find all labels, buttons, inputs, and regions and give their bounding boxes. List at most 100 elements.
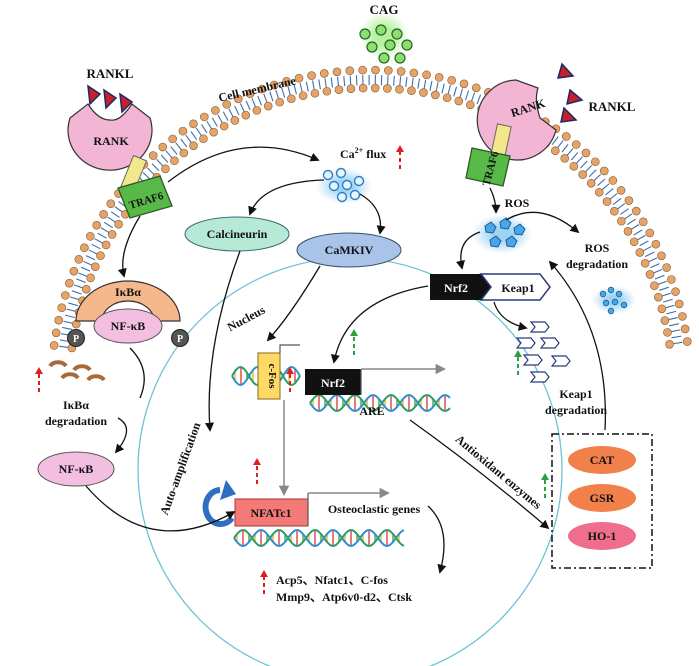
lipid-tail — [80, 266, 91, 272]
cat-node — [568, 446, 636, 474]
lipid-head — [252, 106, 262, 115]
cag-bead — [384, 39, 396, 51]
phosphate-right — [171, 329, 189, 347]
calcium-ions — [316, 167, 372, 204]
dna-strand — [233, 529, 405, 547]
lipid-tail — [185, 134, 193, 144]
calcium-ion — [353, 175, 365, 187]
lipid-head — [294, 73, 304, 83]
calcium-ion — [341, 179, 353, 191]
lipid-head — [269, 80, 279, 90]
lipid-head — [178, 126, 188, 136]
lipid-head — [662, 263, 671, 272]
lipid-head — [82, 284, 91, 294]
up-arrow-red-head — [253, 458, 261, 465]
lipid-head — [624, 196, 634, 205]
lipid-head — [650, 281, 659, 291]
lipid-head — [170, 156, 179, 166]
lipid-tail — [336, 76, 340, 87]
arrow-are-to-enzymes — [409, 419, 550, 530]
lipid-tail — [324, 78, 327, 89]
lipid-tail — [73, 284, 84, 289]
lipid-tail — [654, 274, 665, 280]
arrow-genes-to-targets — [427, 505, 447, 574]
lipid-head — [91, 262, 100, 271]
up-arrow-green-head — [514, 350, 522, 357]
lipid-tail — [211, 117, 218, 127]
lipid-head — [629, 237, 639, 247]
lipid-tail — [657, 280, 667, 286]
lipid-tail — [58, 345, 70, 349]
lipid-tail — [69, 296, 80, 301]
lipid-head — [168, 134, 177, 144]
lipid-head — [211, 106, 220, 115]
lipid-head — [569, 161, 579, 171]
lipid-tail — [305, 81, 309, 92]
calcium-flux-label: Ca2+ flux — [340, 146, 386, 161]
calcium-ion — [336, 191, 348, 203]
lipid-head — [616, 186, 626, 195]
lipid-head — [571, 140, 581, 149]
nfkb-free-node — [37, 451, 115, 487]
lipid-head — [550, 146, 560, 156]
ros-particle — [484, 221, 497, 234]
lipid-head — [560, 154, 570, 163]
lipid-head — [358, 83, 368, 93]
lipid-head — [442, 93, 452, 103]
lipid-tail — [470, 92, 476, 103]
lipid-head — [396, 67, 406, 76]
lipid-tail — [107, 216, 117, 224]
lipid-tail — [63, 320, 74, 325]
calcium-ion — [328, 180, 340, 192]
lipid-tail — [429, 80, 433, 91]
dna-strand — [309, 394, 451, 412]
lipid-tail — [405, 76, 408, 88]
lipid-tail — [609, 193, 618, 201]
lipid-head — [667, 275, 676, 284]
ros-particle — [505, 235, 518, 248]
lipid-tail — [201, 124, 208, 134]
arrow-enzymes-to-ros-degradation — [548, 260, 607, 431]
lipid-head — [454, 96, 464, 106]
traf6-right — [465, 147, 511, 187]
rankl-left — [87, 84, 134, 114]
lipid-head — [158, 142, 168, 152]
lipid-tail — [287, 86, 292, 96]
lipid-head — [230, 116, 240, 125]
rankl-triangle — [556, 62, 575, 79]
lipid-head — [245, 89, 255, 99]
cat-label: CAT — [590, 453, 614, 467]
up-arrow-red-head — [396, 145, 404, 152]
cag-bead — [366, 41, 378, 53]
lipid-tail — [670, 329, 681, 333]
lipid-tail — [393, 75, 395, 86]
lipid-tail — [299, 82, 303, 93]
cag-bead — [375, 24, 387, 36]
lipid-tail — [584, 164, 593, 173]
osteoclastic-genes-label: Osteoclastic genes — [328, 502, 421, 516]
lipid-tail — [165, 150, 173, 159]
lipid-tail — [623, 213, 633, 220]
dna-strand — [309, 394, 451, 412]
lipid-head — [434, 73, 444, 82]
lipid-tail — [251, 98, 257, 108]
lipid-head — [209, 127, 218, 137]
lipid-tail — [647, 257, 658, 263]
lipid-tail — [293, 84, 297, 95]
lipid-head — [69, 266, 79, 276]
lipid-tail — [566, 147, 574, 157]
lipid-head — [459, 79, 469, 89]
lipid-head — [683, 337, 692, 346]
lipid-head — [640, 259, 650, 268]
lipid-head — [447, 76, 456, 85]
lipid-head — [590, 157, 600, 167]
lipid-tail — [180, 138, 188, 148]
ros-degraded — [592, 286, 636, 315]
cell-membrane-label: Cell membrane — [217, 73, 298, 105]
up-arrow-red-head — [260, 570, 268, 577]
lipid-tail — [222, 111, 229, 121]
lipid-head — [660, 316, 670, 325]
lipid-tail — [263, 93, 268, 104]
cfos-label: c-Fos — [266, 363, 278, 389]
lipid-head — [332, 67, 342, 77]
